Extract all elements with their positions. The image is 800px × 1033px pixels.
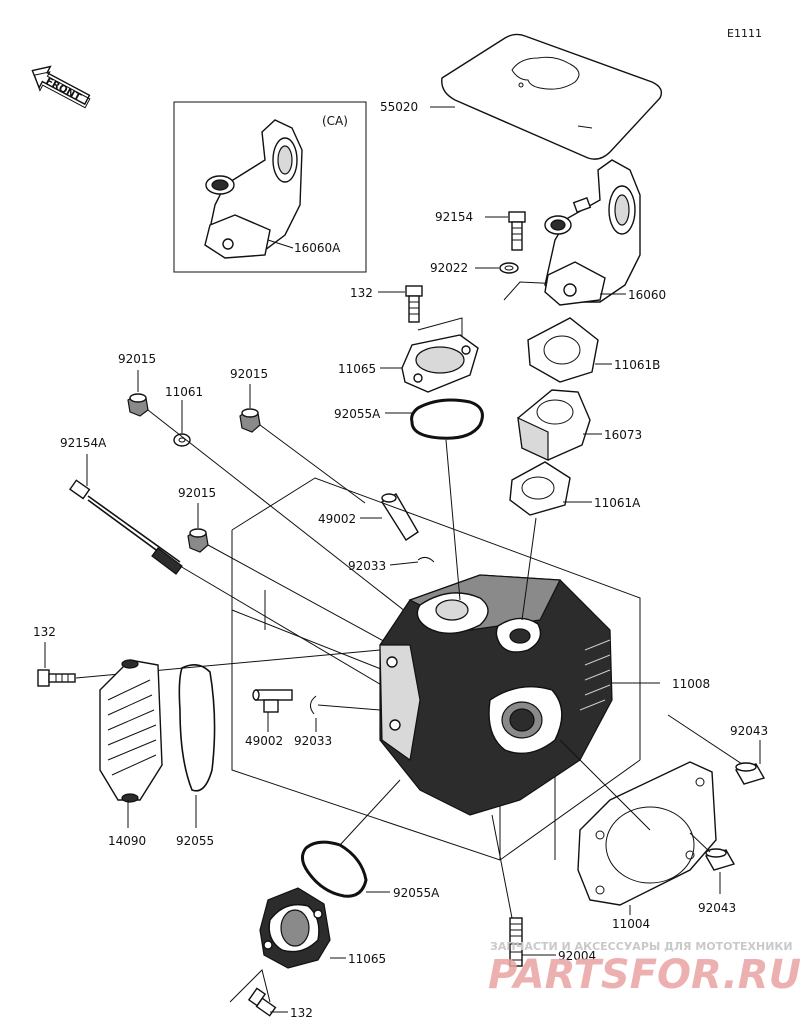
stud-92154A (69, 479, 183, 575)
label-92022: 92022 (430, 261, 468, 275)
label-16060: 16060 (628, 288, 666, 302)
inset-label: (CA) (322, 114, 348, 128)
cap-92015-c (187, 528, 209, 553)
label-11061: 11061 (165, 385, 203, 399)
cooling-fins (579, 639, 611, 711)
clip-92033-mid (310, 695, 317, 715)
oring-92055A-bot (301, 840, 368, 898)
cap-11065-bot (259, 887, 331, 969)
oring-92055 (178, 664, 216, 792)
label-49002-top: 49002 (318, 512, 356, 526)
valve-guide-49002-top (381, 493, 419, 541)
gasket-11061B (527, 317, 599, 383)
watermark-tagline: ЗАПЧАСТИ И АКСЕССУАРЫ ДЛЯ МОТОТЕХНИКИ (490, 940, 793, 953)
label-11061B: 11061B (614, 358, 660, 372)
stud-92004 (509, 917, 523, 967)
insulator-16073 (517, 389, 591, 461)
cap-92015-b (239, 408, 261, 433)
label-92154A: 92154A (60, 436, 107, 450)
label-11061A: 11061A (594, 496, 641, 510)
dowel-92043-bot (704, 848, 736, 871)
label-55020: 55020 (380, 100, 418, 114)
label-11008: 11008 (672, 677, 710, 691)
bolt-92154 (508, 211, 526, 251)
label-92015-c: 92015 (178, 486, 216, 500)
clip-92033-top (417, 556, 435, 563)
gasket-11061A (509, 461, 571, 516)
front-arrow-icon: FRONT (31, 65, 91, 109)
intake-pipe-ca (204, 119, 303, 259)
front-label: FRONT (44, 76, 83, 104)
label-49002-mid: 49002 (245, 734, 283, 748)
watermark-brand: PARTSFOR.RU (488, 952, 800, 998)
label-132-left: 132 (33, 625, 56, 639)
cover-14090 (99, 659, 163, 803)
cap-92015-a (127, 393, 149, 417)
label-92043-bot: 92043 (698, 901, 736, 915)
label-92033-mid: 92033 (294, 734, 332, 748)
label-16073: 16073 (604, 428, 642, 442)
label-92055A-bot: 92055A (393, 886, 440, 900)
label-16060A: 16060A (294, 241, 341, 255)
washer-11061 (173, 433, 191, 447)
bolt-132-left (37, 669, 76, 687)
oring-92055A-top (410, 398, 484, 440)
gasket-55020 (441, 33, 663, 160)
label-92015-a: 92015 (118, 352, 156, 366)
cap-11065-top (401, 334, 479, 393)
gasket-11004 (577, 761, 717, 906)
label-11004: 11004 (612, 917, 650, 931)
label-92055A-top: 92055A (334, 407, 381, 421)
label-132-bot: 132 (290, 1006, 313, 1020)
washer-92022 (499, 262, 519, 274)
label-92043-top: 92043 (730, 724, 768, 738)
intake-pipe-16060 (544, 159, 641, 306)
ca-inset: (CA) 16060A (173, 101, 367, 273)
label-132-top: 132 (350, 286, 373, 300)
label-14090: 14090 (108, 834, 146, 848)
bolt-132-top (405, 285, 423, 323)
dowel-92043-top (734, 762, 766, 785)
label-92033-top: 92033 (348, 559, 386, 573)
valve-guide-49002-mid (252, 689, 293, 713)
label-11065-top: 11065 (338, 362, 376, 376)
label-92015-b: 92015 (230, 367, 268, 381)
diagram-code: E1111 (727, 27, 762, 40)
label-92055: 92055 (176, 834, 214, 848)
cylinder-head-11008 (379, 574, 613, 816)
label-11065-bot: 11065 (348, 952, 386, 966)
label-92004: 92004 (558, 949, 596, 963)
label-92154: 92154 (435, 210, 473, 224)
